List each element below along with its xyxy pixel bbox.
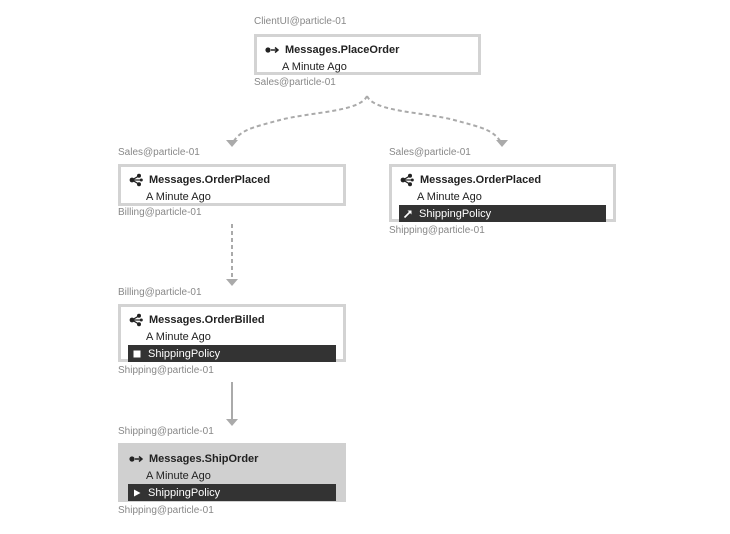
message-title: Messages.ShipOrder [149, 453, 259, 465]
edge-placeorder-to-orderplaced-billing [231, 95, 368, 145]
saga-handler-name: ShippingPolicy [148, 486, 221, 499]
message-title: Messages.OrderPlaced [149, 174, 271, 186]
message-time: A Minute Ago [146, 331, 211, 343]
saga-handler-bar[interactable]: ShippingPolicy [128, 484, 336, 501]
message-time: A Minute Ago [282, 61, 347, 73]
saga-completed-icon [133, 350, 141, 357]
sender-endpoint: Sales@particle-01 [389, 147, 471, 158]
receiver-endpoint: Shipping@particle-01 [389, 225, 485, 236]
message-time: A Minute Ago [146, 470, 211, 482]
message-title: Messages.OrderPlaced [420, 174, 542, 186]
node-header: Messages.ShipOrder [129, 452, 258, 466]
message-node-shiporder[interactable]: Messages.ShipOrder A Minute Ago Shipping… [118, 443, 346, 502]
message-time: A Minute Ago [146, 191, 211, 203]
node-header: Messages.OrderPlaced [400, 173, 541, 187]
event-publish-icon [400, 173, 414, 187]
receiver-endpoint: Billing@particle-01 [118, 207, 202, 218]
receiver-endpoint: Shipping@particle-01 [118, 505, 214, 516]
message-node-orderplaced-shipping[interactable]: Messages.OrderPlaced A Minute Ago Shippi… [389, 164, 616, 222]
saga-handler-bar[interactable]: ShippingPolicy [399, 205, 606, 222]
message-title: Messages.OrderBilled [149, 314, 265, 326]
arrowhead-shiporder [226, 419, 238, 426]
message-node-placeorder[interactable]: Messages.PlaceOrder A Minute Ago [254, 34, 481, 75]
command-send-icon [129, 455, 143, 463]
saga-handler-name: ShippingPolicy [419, 207, 492, 220]
node-header: Messages.PlaceOrder [265, 43, 399, 57]
saga-handler-bar[interactable]: ShippingPolicy [128, 345, 336, 362]
event-publish-icon [129, 173, 143, 187]
message-node-orderbilled[interactable]: Messages.OrderBilled A Minute Ago Shippi… [118, 304, 346, 362]
sender-endpoint: Sales@particle-01 [118, 147, 200, 158]
arrowhead-orderbilled [226, 279, 238, 286]
arrowhead-shipping [496, 140, 508, 147]
saga-handler-name: ShippingPolicy [148, 347, 221, 360]
sender-endpoint: Shipping@particle-01 [118, 426, 214, 437]
command-send-icon [265, 46, 279, 54]
event-publish-icon [129, 313, 143, 327]
message-title: Messages.PlaceOrder [285, 44, 400, 56]
edge-placeorder-to-orderplaced-shipping [366, 95, 503, 145]
saga-initiated-icon [403, 209, 412, 218]
arrowhead-billing [226, 140, 238, 147]
message-node-orderplaced-billing[interactable]: Messages.OrderPlaced A Minute Ago [118, 164, 346, 206]
receiver-endpoint: Shipping@particle-01 [118, 365, 214, 376]
node-header: Messages.OrderPlaced [129, 173, 270, 187]
sender-endpoint: ClientUI@particle-01 [254, 16, 347, 27]
node-header: Messages.OrderBilled [129, 313, 265, 327]
saga-timeout-icon [134, 489, 141, 496]
message-time: A Minute Ago [417, 191, 482, 203]
sender-endpoint: Billing@particle-01 [118, 287, 202, 298]
receiver-endpoint: Sales@particle-01 [254, 77, 336, 88]
